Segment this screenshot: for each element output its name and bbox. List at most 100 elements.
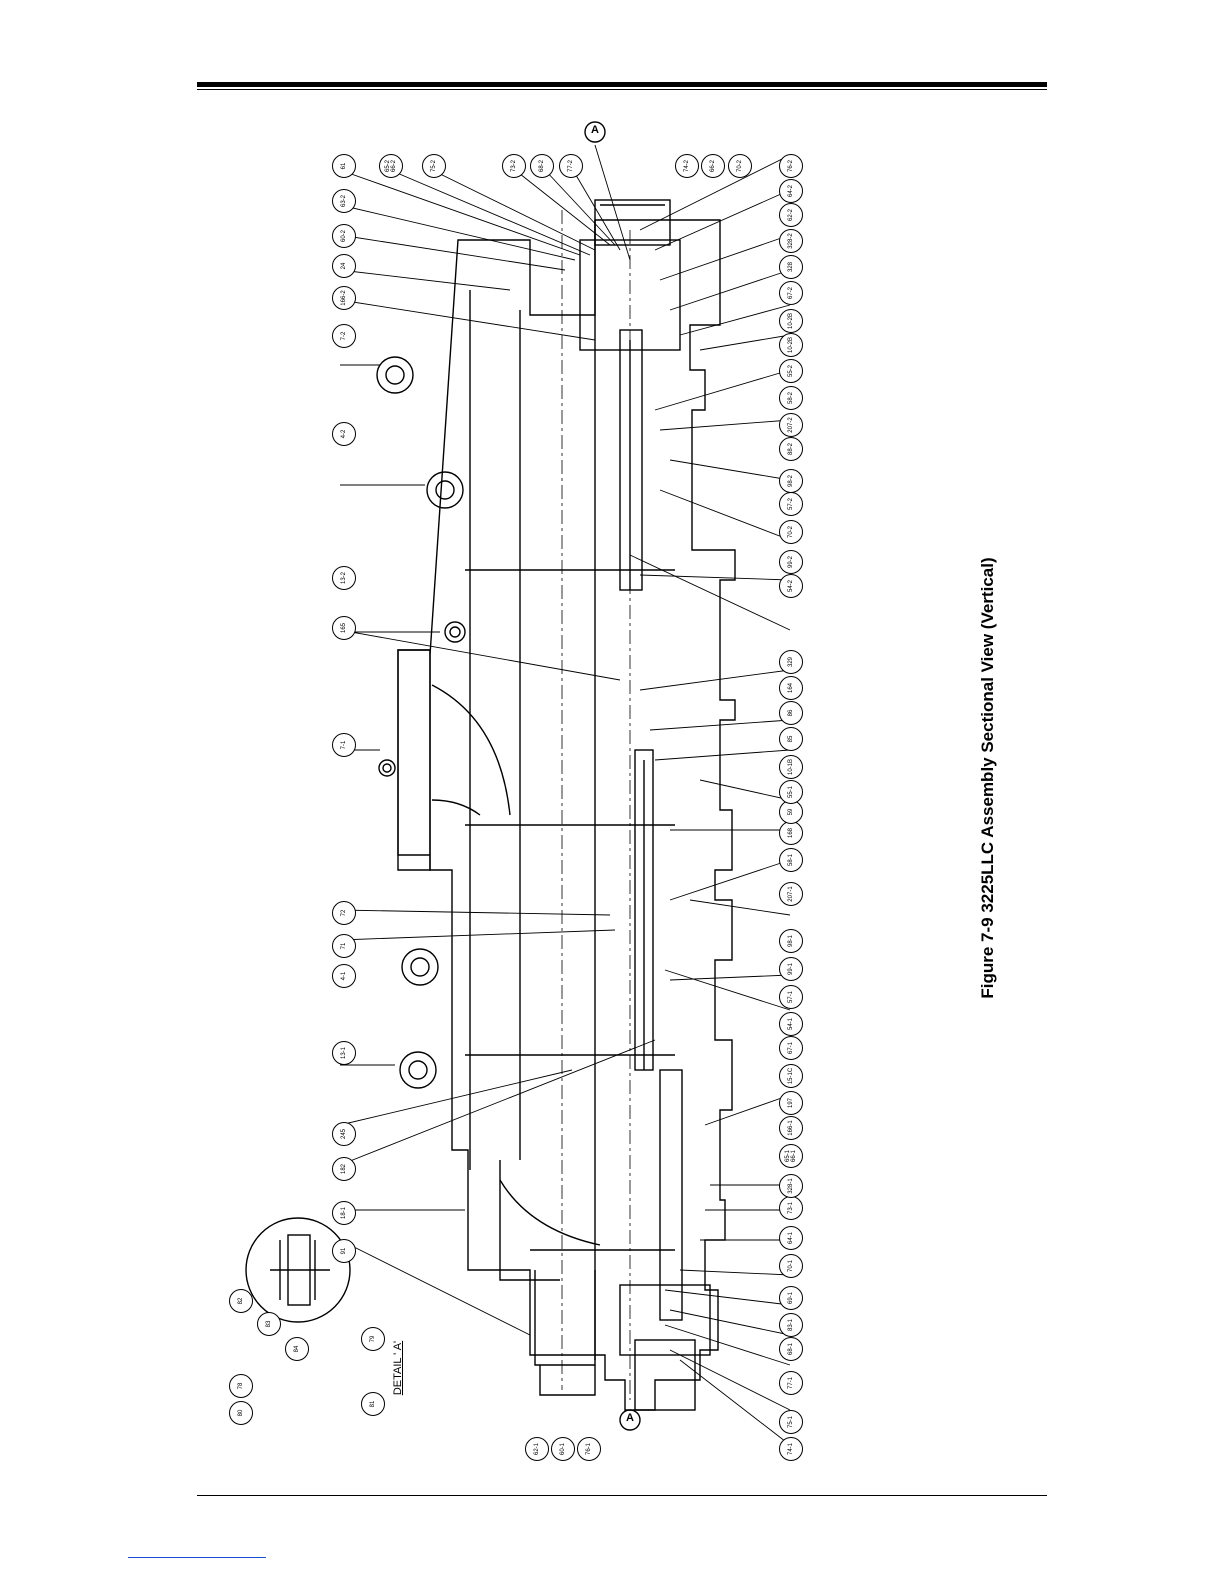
part-callout: 13-1 [332,1041,356,1065]
flange-outlet [397,649,601,1396]
part-callout: 60-1 [551,1437,575,1461]
part-callout: 91 [332,1239,356,1263]
bearing-cap-top [579,199,681,351]
part-callout: 7-2 [332,324,356,348]
figure-caption: Figure 7-9 3225LLC Assembly Sectional Vi… [978,557,997,999]
leader-lines [339,144,791,1446]
footer-link-underline [128,1557,266,1558]
part-callout: 98-2 [779,469,803,493]
header-rule-thin [197,89,1047,90]
part-callout: 68-2 [530,154,554,178]
part-callout: 197 [779,1091,803,1115]
part-callout: 329 [779,650,803,674]
part-callout: 73-2 [502,154,526,178]
part-callout: 74-1 [779,1437,803,1461]
part-callout: 57-1 [779,985,803,1009]
part-callout: 64-1 [779,1226,803,1250]
part-callout: 79 [361,1327,385,1351]
part-callout: 10-2B [779,333,803,357]
part-callout: 82 [229,1289,253,1313]
part-callout: 18-1 [332,1201,356,1225]
part-callout: 328-1 [779,1174,803,1198]
part-callout: 10-2B [779,309,803,333]
part-callout: 166-2 [332,286,356,310]
part-callout: 7-1 [332,733,356,757]
part-callout: 54-2 [779,574,803,598]
part-callout: 55-2 [779,359,803,383]
part-callout: 99-1 [779,957,803,981]
part-callout: 24 [332,254,356,278]
part-callout: 70-1 [779,1254,803,1278]
part-callout: 10-1B [779,755,803,779]
detail-a-title: DETAIL ' A' [392,1340,404,1396]
part-callout: 99-2 [779,550,803,574]
part-callout: 75-1 [779,1410,803,1434]
part-callout: 64-2 [779,179,803,203]
part-callout: 182 [332,1157,356,1181]
part-callout: 4-1 [332,964,356,988]
part-callout: 78 [229,1374,253,1398]
section-mark-a-bottom-label: A [626,1412,634,1424]
lifting-eyes [376,356,466,1089]
part-callout: 166-1 [779,1116,803,1140]
pump-casing [397,219,736,1411]
detail-a-view [245,1217,351,1323]
assembly-sectional-drawing [245,121,791,1446]
section-mark-a-top [584,121,606,143]
part-callout: 98-1 [779,929,803,953]
part-callout: 72 [332,901,356,925]
part-callout: 83 [257,1312,281,1336]
part-callout: 165 [332,616,356,640]
part-callout: 77-2 [559,154,583,178]
part-callout: 81 [361,1392,385,1416]
part-callout: 85 [779,727,803,751]
part-callout: 60-2 [332,224,356,248]
part-callout: 74-2 [675,154,699,178]
part-callout: 68-1 [779,1337,803,1361]
part-callout: 164 [779,676,803,700]
section-mark-a-bottom [619,1409,641,1431]
rotor-shafts [619,329,683,1321]
part-callout: 73-1 [779,1196,803,1220]
header-rule [197,82,1047,87]
part-callout: 15-1C [779,1064,803,1088]
part-callout: 77-1 [779,1371,803,1395]
section-mark-a-top-label: A [591,124,599,136]
part-callout: 207-1 [779,882,803,906]
part-callout: 71 [332,934,356,958]
part-callout: 328-2 [779,229,803,253]
part-callout: 55-1 [779,780,803,804]
part-callout: 63-2 [332,189,356,213]
part-callout: 67-2 [779,281,803,305]
part-callout: 65-1 66-1 [779,1144,803,1168]
part-callout: 61 [332,154,356,178]
part-callout: 57-2 [779,492,803,516]
part-callout: 245 [332,1122,356,1146]
part-callout: 54-1 [779,1012,803,1036]
bearing-cap-bottom [619,1284,711,1411]
part-callout: 69-1 [779,1286,803,1310]
part-callout: 70-2 [728,154,752,178]
part-callout: 13-2 [332,566,356,590]
part-callout: 65-2 66-2 [379,154,403,178]
part-callout: 76-2 [779,154,803,178]
part-callout: 207-2 [779,413,803,437]
part-callout: 58-2 [779,386,803,410]
part-callout: 62-2 [779,203,803,227]
part-callout: 66-2 [701,154,725,178]
part-callout: 86 [779,701,803,725]
part-callout: 70-2 [779,520,803,544]
part-callout: 80 [229,1401,253,1425]
part-callout: 328 [779,255,803,279]
part-callout: 75-2 [422,154,446,178]
part-callout: 58-1 [779,848,803,872]
footer-rule [197,1495,1047,1496]
part-callout: 62-1 [525,1437,549,1461]
part-callout: 76-1 [577,1437,601,1461]
part-callout: 168 [779,821,803,845]
part-callout: 83-1 [779,1313,803,1337]
part-callout: 67-1 [779,1036,803,1060]
part-callout: 88-2 [779,437,803,461]
part-callout: 84 [285,1337,309,1361]
part-callout: 4-2 [332,422,356,446]
